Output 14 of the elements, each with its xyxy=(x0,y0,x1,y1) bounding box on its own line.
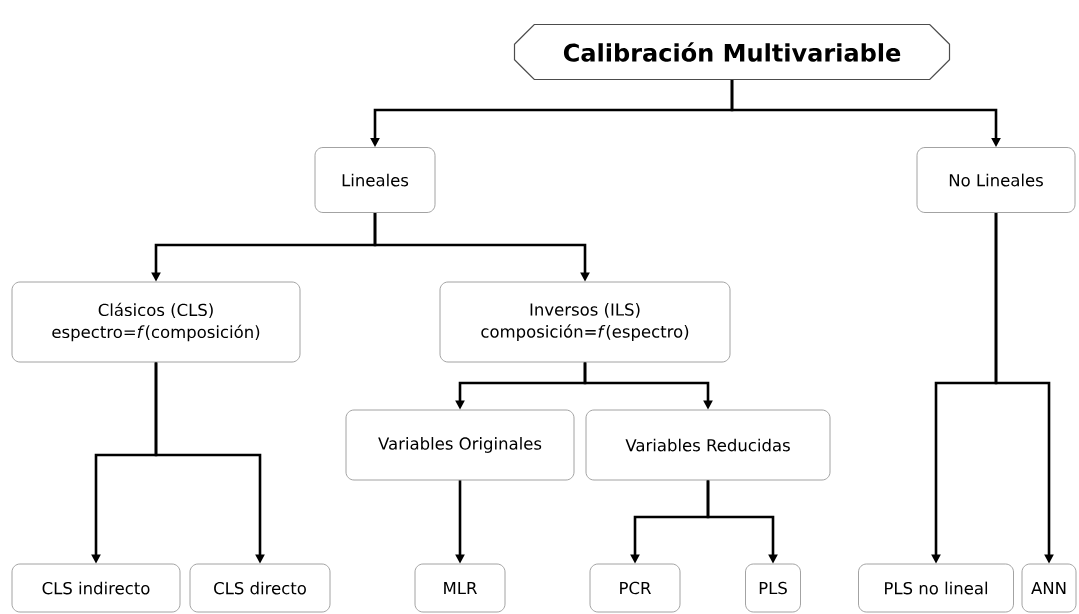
title-box: Calibración Multivariable xyxy=(513,23,951,81)
category-box: Inversos (ILS) composición=f(espectro) xyxy=(439,281,731,363)
category-box: PCR xyxy=(589,563,681,613)
category-box: PLS no lineal xyxy=(858,563,1014,613)
category-box: Variables Reducidas xyxy=(585,409,831,481)
category-box: MLR xyxy=(414,563,506,613)
category-box: CLS indirecto xyxy=(11,563,181,613)
category-box: ANN xyxy=(1021,563,1077,613)
category-box: Lineales xyxy=(314,147,436,213)
category-box: No Lineales xyxy=(916,147,1076,213)
category-box: CLS directo xyxy=(189,563,331,613)
category-box: PLS xyxy=(745,563,801,613)
category-box: Clásicos (CLS) espectro=f(composición) xyxy=(11,281,301,363)
category-box: Variables Originales xyxy=(345,409,575,481)
